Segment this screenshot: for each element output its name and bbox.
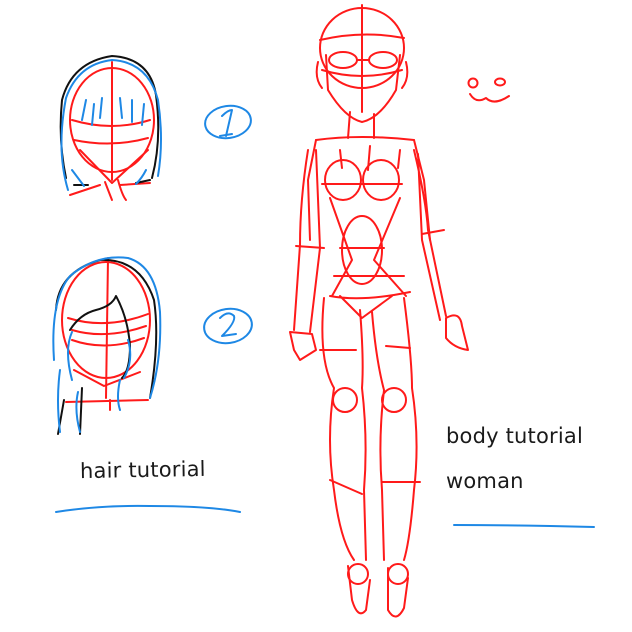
step-2-marker — [203, 307, 253, 345]
hair-sketch-step-1 — [59, 55, 162, 201]
body-tutorial-underline — [453, 524, 595, 528]
body-sketch — [289, 4, 469, 618]
hair-tutorial-underline — [55, 504, 241, 513]
body-tutorial-subtitle: woman — [446, 469, 524, 493]
step-1-marker — [204, 104, 252, 140]
hair-sketch-step-2 — [52, 256, 162, 435]
hair-tutorial-label: hair tutorial — [79, 456, 206, 484]
face-doodle — [467, 77, 510, 103]
body-tutorial-label: body tutorial — [446, 424, 584, 448]
